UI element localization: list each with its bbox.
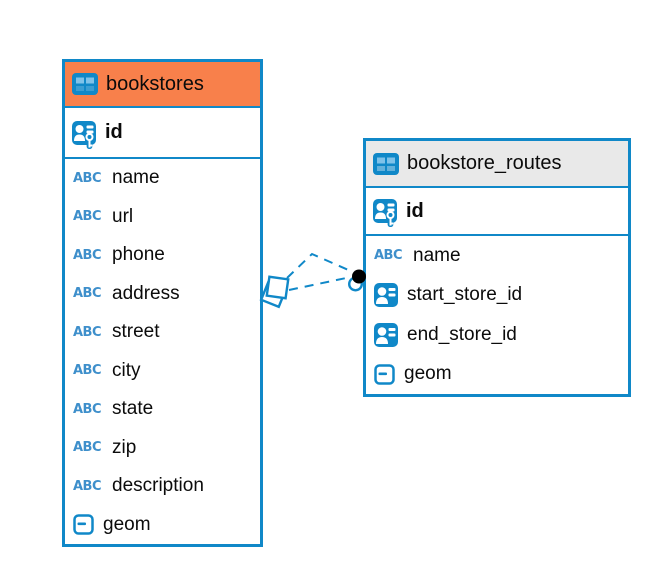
column-label: end_store_id bbox=[407, 323, 517, 345]
column-row[interactable]: ABC url bbox=[65, 198, 260, 237]
column-label: name bbox=[413, 244, 461, 266]
column-label: street bbox=[112, 321, 160, 343]
column-row[interactable]: geom bbox=[65, 506, 260, 545]
foreign-key-icon bbox=[374, 283, 398, 308]
column-row[interactable]: geom bbox=[366, 355, 628, 395]
foreign-key-icon bbox=[374, 322, 398, 347]
entity-table-bookstores[interactable]: bookstores id ABC name ABC bbox=[62, 59, 263, 547]
text-type-icon: ABC bbox=[73, 363, 102, 379]
column-row[interactable]: end_store_id bbox=[366, 315, 628, 355]
primary-key-icon bbox=[373, 199, 397, 227]
table-title: bookstore_routes bbox=[407, 152, 562, 174]
text-type-icon: ABC bbox=[374, 248, 403, 264]
table-header[interactable]: bookstore_routes bbox=[366, 141, 628, 188]
many-end-diamond-marker[interactable] bbox=[259, 275, 290, 309]
column-row[interactable]: ABC city bbox=[65, 352, 260, 391]
primary-key-row[interactable]: id bbox=[366, 188, 628, 236]
primary-key-label: id bbox=[105, 121, 123, 143]
column-label: url bbox=[112, 205, 134, 227]
primary-key-label: id bbox=[406, 199, 424, 222]
column-label: state bbox=[112, 398, 154, 420]
text-type-icon: ABC bbox=[73, 401, 102, 417]
column-label: zip bbox=[112, 436, 137, 458]
text-type-icon: ABC bbox=[73, 324, 102, 340]
column-row[interactable]: ABC name bbox=[65, 159, 260, 198]
text-type-icon: ABC bbox=[73, 247, 102, 263]
column-label: description bbox=[112, 475, 204, 497]
column-row[interactable]: start_store_id bbox=[366, 276, 628, 316]
column-row[interactable]: ABC phone bbox=[65, 236, 260, 275]
column-label: city bbox=[112, 359, 141, 381]
column-row[interactable]: ABC street bbox=[65, 313, 260, 352]
text-type-icon: ABC bbox=[73, 209, 102, 225]
column-row[interactable]: ABC state bbox=[65, 390, 260, 429]
column-label: address bbox=[112, 282, 180, 304]
primary-key-row[interactable]: id bbox=[65, 108, 260, 159]
column-row[interactable]: ABC address bbox=[65, 275, 260, 314]
primary-key-icon bbox=[72, 120, 96, 149]
column-label: geom bbox=[103, 513, 151, 535]
relationship-line[interactable] bbox=[288, 276, 352, 291]
text-type-icon: ABC bbox=[73, 170, 102, 186]
text-type-icon: ABC bbox=[73, 478, 102, 494]
relationship-line[interactable] bbox=[286, 252, 354, 279]
geometry-type-icon bbox=[73, 514, 94, 535]
column-row[interactable]: ABC description bbox=[65, 467, 260, 506]
table-icon bbox=[72, 73, 98, 95]
column-list: ABC name ABC url ABC phone ABC address A… bbox=[65, 159, 260, 544]
text-type-icon: ABC bbox=[73, 286, 102, 302]
text-type-icon: ABC bbox=[73, 440, 102, 456]
table-title: bookstores bbox=[106, 72, 204, 95]
entity-table-bookstore-routes[interactable]: bookstore_routes id ABC name bbox=[363, 138, 631, 397]
column-label: geom bbox=[404, 363, 452, 385]
column-list: ABC name start_store_id bbox=[366, 236, 628, 394]
table-header[interactable]: bookstores bbox=[65, 62, 260, 108]
column-row[interactable]: ABC zip bbox=[65, 429, 260, 468]
column-row[interactable]: ABC name bbox=[366, 236, 628, 276]
table-icon bbox=[373, 152, 399, 175]
column-label: phone bbox=[112, 244, 165, 266]
column-label: start_store_id bbox=[407, 284, 523, 306]
geometry-type-icon bbox=[374, 364, 395, 385]
column-label: name bbox=[112, 167, 160, 189]
